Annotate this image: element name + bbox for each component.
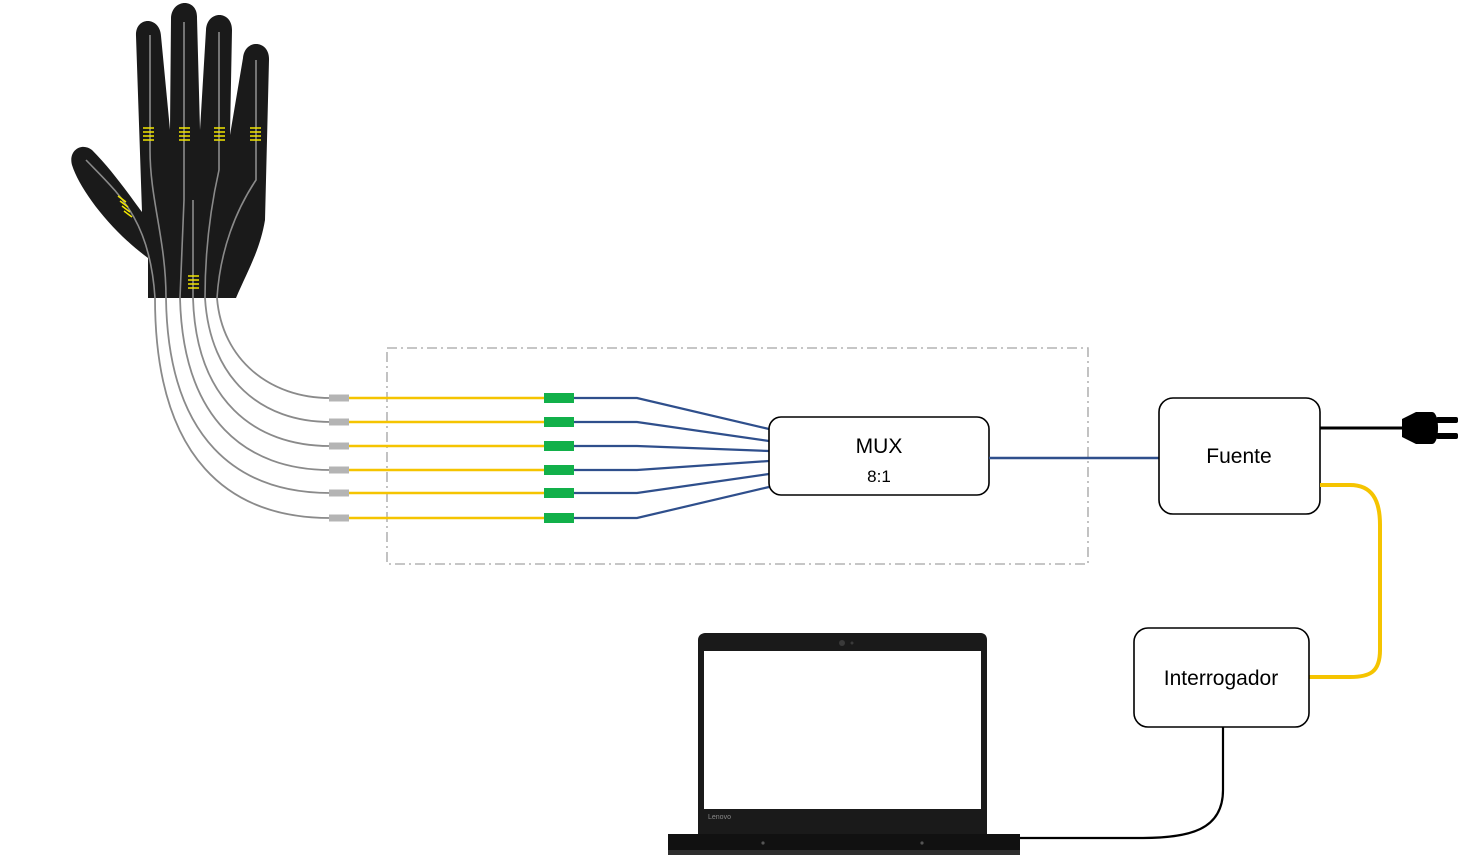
single-mode-fiber [574, 459, 770, 472]
fiber-connector [329, 394, 349, 402]
fiber-connector [329, 489, 349, 497]
laptop-icon[interactable]: Lenovo [668, 633, 1020, 855]
fiber-connector [329, 442, 349, 450]
green-connector [544, 417, 574, 427]
mux-enclosure [386, 347, 1089, 565]
mux-block[interactable]: MUX 8:1 [768, 416, 990, 496]
fiber-connector [329, 418, 349, 426]
interrogator-label: Interrogador [1164, 667, 1278, 690]
power-plug-icon [1402, 412, 1458, 444]
source-label: Fuente [1206, 445, 1271, 468]
glove-icon [71, 3, 270, 299]
mux-ratio: 8:1 [867, 467, 891, 486]
single-mode-fiber [574, 444, 770, 453]
interrogator-block[interactable]: Interrogador [1133, 627, 1310, 728]
fiber-connector [329, 466, 349, 474]
mux-label: MUX [856, 435, 903, 458]
single-mode-fiber [574, 485, 770, 520]
fiber-connector [329, 514, 349, 522]
sensing-fibers [154, 297, 331, 519]
single-mode-fiber [574, 472, 770, 495]
laptop-brand: Lenovo [708, 814, 731, 821]
fbg-markers [117, 127, 261, 289]
green-connector [544, 513, 574, 523]
single-mode-fiber [574, 396, 770, 431]
green-connector [544, 393, 574, 403]
interrogator-to-laptop-cable [1018, 727, 1225, 840]
green-connector [544, 441, 574, 451]
green-connector [544, 488, 574, 498]
source-to-interrogator-fiber [1309, 483, 1382, 679]
green-connector [544, 465, 574, 475]
fiber-channels [329, 393, 770, 523]
single-mode-fiber [574, 420, 770, 443]
source-block[interactable]: Fuente [1158, 397, 1321, 515]
